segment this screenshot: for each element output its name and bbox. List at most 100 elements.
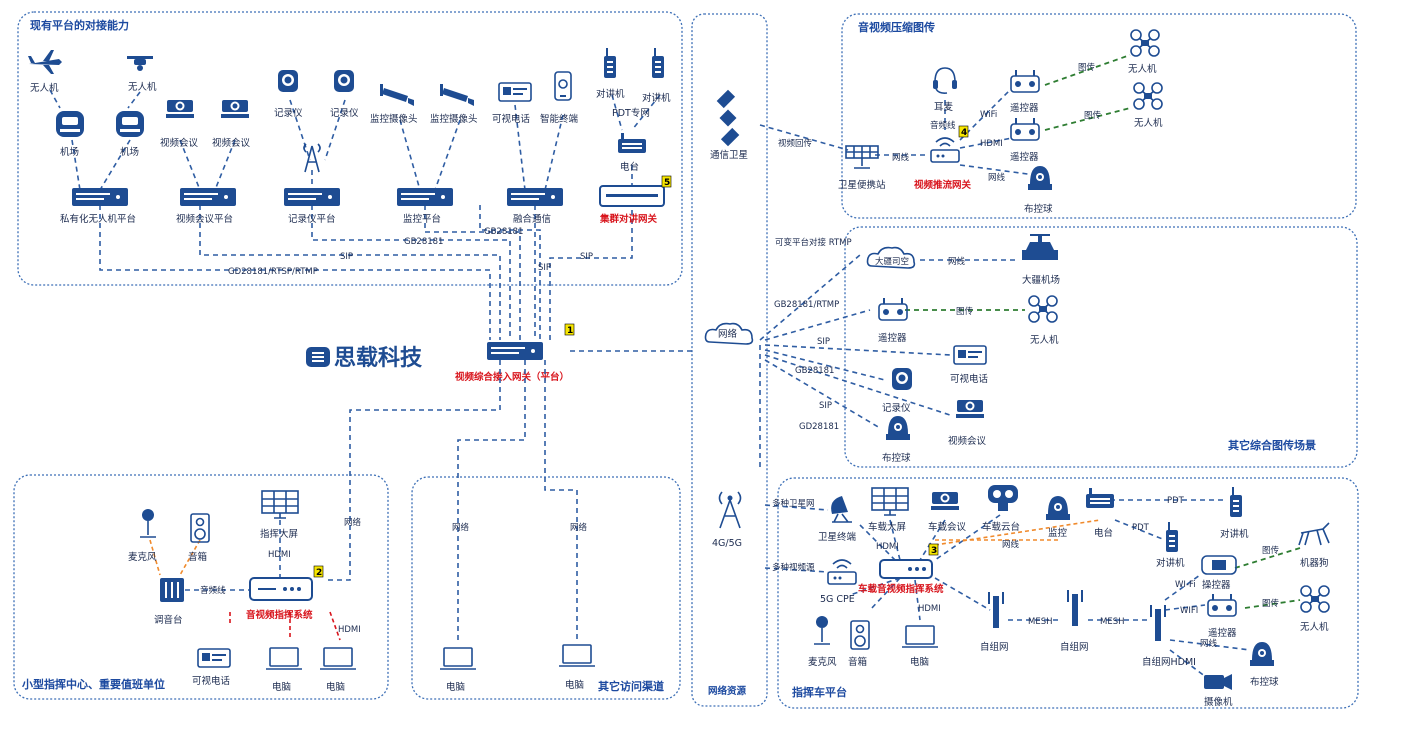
label-controller: 操控器	[1202, 579, 1231, 591]
label-gb-rtmp: GB28181/RTMP	[774, 300, 839, 310]
label-netline-vehicle-2: 网线	[1200, 638, 1218, 649]
label-uav-1: 无人机	[30, 82, 59, 94]
label-headset: 耳麦	[934, 101, 954, 113]
mesh-node-icon-1	[988, 592, 1004, 628]
label-platform-fusion: 融合通信	[513, 213, 551, 225]
label-remote-vehicle: 遥控器	[1208, 627, 1237, 639]
satellite-icon	[716, 89, 740, 147]
radio-icon-1	[604, 48, 616, 78]
platform-vc-icon	[180, 188, 236, 206]
label-ptz-scenes: 布控球	[882, 452, 911, 464]
recorder-icon-scenes	[892, 368, 912, 390]
radio-icon-2	[652, 48, 664, 78]
label-vehicle-system: 车载音视频指挥系统	[858, 583, 944, 595]
label-recorder-2: 记录仪	[330, 107, 359, 119]
label-netline-scenes: 网线	[948, 256, 966, 267]
dji-airport-icon	[1022, 234, 1058, 260]
label-uav-av-1: 无人机	[1128, 63, 1157, 75]
label-hdmi-vehicle-2: HDMI	[918, 604, 941, 614]
label-dji-airport: 大疆机场	[1022, 274, 1060, 286]
group-vehicle	[777, 477, 1359, 709]
station-icon	[618, 133, 646, 153]
radio-icon-vehicle-2	[1166, 522, 1178, 552]
label-vc-scenes: 视频会议	[948, 435, 987, 447]
label-recorder-1: 记录仪	[274, 107, 303, 119]
uav-drone-icon	[127, 56, 153, 71]
label-video-phone-small: 可视电话	[192, 675, 231, 687]
label-wifi-vehicle-2: WIFI	[1180, 606, 1198, 616]
group-title-vehicle: 指挥车平台	[792, 685, 847, 699]
ptz-ball-icon-av	[1028, 166, 1052, 190]
group-title-network: 网络资源	[708, 685, 747, 697]
group-title-existing: 现有平台的对接能力	[30, 18, 129, 32]
label-smart-terminal: 智能终端	[540, 113, 579, 125]
mic-icon-vehicle	[813, 615, 831, 645]
label-mixer: 调音台	[154, 614, 183, 626]
mesh-node-icon-2	[1067, 590, 1083, 626]
label-radio-1: 对讲机	[596, 88, 625, 100]
label-mic-vehicle: 麦克风	[808, 656, 837, 668]
connectors-top	[49, 89, 661, 340]
label-pc-access-1: 电脑	[446, 681, 465, 693]
badge-3	[928, 543, 939, 556]
label-hdmi-vehicle: HDMI	[876, 542, 899, 552]
label-robot-dog: 机器狗	[1300, 557, 1329, 569]
group-title-av: 音视频压缩图传	[858, 20, 935, 34]
group-title-scenes: 其它综合图传场景	[1228, 438, 1316, 452]
label-mesh-2: MESH	[1100, 617, 1125, 627]
big-screen-icon	[261, 490, 299, 519]
group-title-small: 小型指挥中心、重要值班单位	[21, 677, 165, 691]
label-sip-right-1: SIP	[817, 337, 830, 347]
label-push-gateway: 视频推流网关	[914, 179, 972, 191]
label-pdt: PDT专网	[612, 107, 650, 119]
airport-icon-2	[116, 111, 144, 137]
badge-2-text: 2	[316, 568, 322, 578]
label-wifi-av: WiFi	[980, 110, 997, 120]
label-mic-small: 麦克风	[128, 551, 157, 563]
badge-3-text: 3	[931, 546, 937, 556]
cctv-icon-2	[440, 84, 474, 106]
label-hdmi-small: HDMI	[268, 550, 291, 560]
group-av-compress	[841, 13, 1357, 219]
label-platform-uav: 私有化无人机平台	[60, 213, 136, 225]
radio-icon-vehicle-1	[1230, 487, 1242, 517]
label-4g5g: 4G/5G	[712, 538, 742, 549]
laptop-icon-access-2	[558, 644, 596, 667]
badge-5-text: 5	[664, 178, 670, 188]
mixer-icon	[160, 578, 184, 602]
platform-monitor-icon	[397, 188, 453, 206]
vehicle-system-box	[879, 559, 933, 579]
label-ptz-av: 布控球	[1024, 203, 1053, 215]
connectors-vehicle	[764, 499, 1301, 681]
label-remote-2: 遥控器	[1010, 151, 1039, 163]
laptop-icon-small-1	[265, 647, 303, 670]
sat-station-icon	[845, 145, 879, 169]
group-existing-platforms	[17, 11, 683, 286]
controller-icon	[1201, 555, 1237, 575]
speaker-icon-vehicle	[850, 620, 870, 650]
platform-uav-icon	[72, 188, 128, 206]
connectors-small	[149, 520, 341, 641]
drone-icon-av-2	[1133, 82, 1163, 110]
monitor-dome-icon	[1046, 496, 1070, 520]
label-audio-line-small: 音频线	[200, 585, 226, 596]
antenna-icon	[303, 143, 321, 173]
label-tx-vehicle-2: 图传	[1262, 598, 1280, 609]
trunk-gateway	[599, 185, 665, 207]
label-selfnet-1: 自组网	[980, 641, 1009, 653]
webcam-icon-1	[166, 100, 194, 118]
label-big-screen: 指挥大屏	[260, 528, 298, 540]
label-ptz-vehicle: 布控球	[1250, 676, 1279, 688]
ptz-ball-icon-scenes	[886, 416, 910, 440]
label-airport-1: 机场	[60, 146, 79, 158]
recorder-icon-2	[334, 70, 354, 92]
mesh-node-icon-3	[1150, 605, 1166, 641]
webcam-icon-vehicle	[931, 492, 959, 510]
label-hdmi-av: HDMI	[980, 139, 1003, 149]
gateway-label: 视频综合接入网关（平台）	[455, 371, 569, 383]
label-wifi-vehicle-1: WI-Fi	[1175, 580, 1196, 590]
remote-icon-vehicle	[1207, 593, 1237, 617]
label-sip-b: SIP	[538, 263, 551, 273]
label-multi-sat: 多种卫星网	[772, 498, 815, 509]
label-pc-small-1: 电脑	[272, 681, 291, 693]
